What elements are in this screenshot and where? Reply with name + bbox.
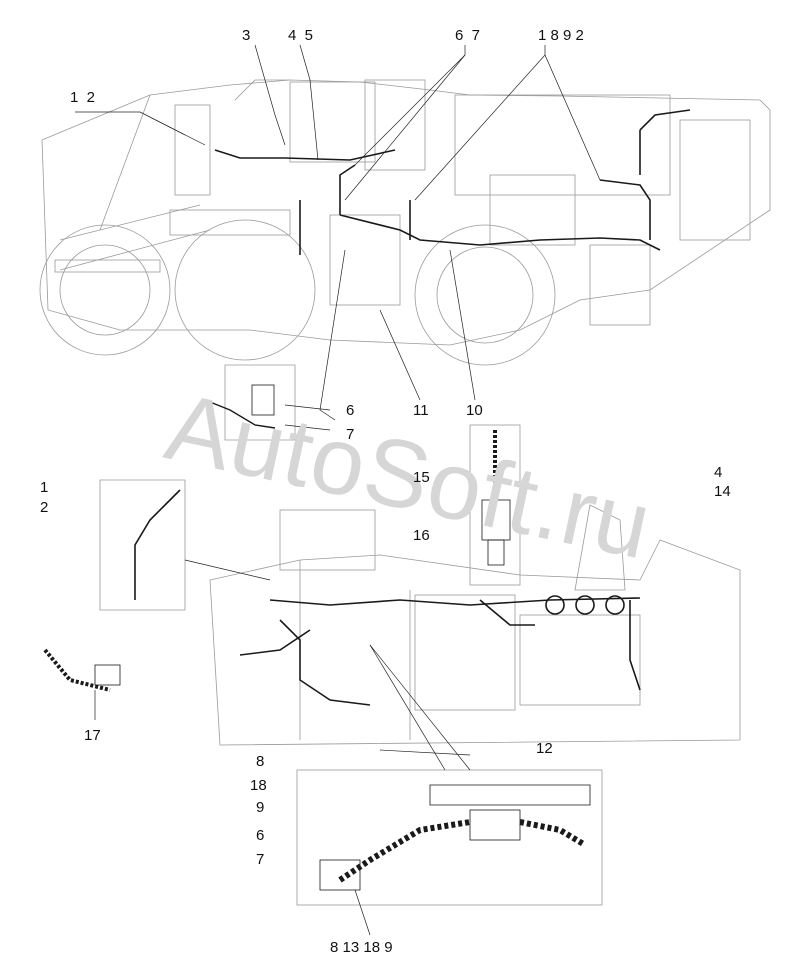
- sensor-17: [43, 648, 121, 720]
- callout-7-inset: 7: [346, 426, 355, 443]
- callout-6-inset: 6: [346, 402, 355, 419]
- callout-12: 12: [536, 740, 553, 757]
- callout-1-2-top: 1 2: [70, 89, 96, 106]
- inset-connector-detail-1: [204, 364, 331, 441]
- callout-15: 15: [413, 469, 430, 486]
- callout-7-bottom: 7: [256, 851, 265, 868]
- middle-wiring-harness: [239, 595, 641, 706]
- callout-3: 3: [242, 27, 251, 44]
- callout-16: 16: [413, 527, 430, 544]
- callout-18-bottom: 18: [250, 777, 267, 794]
- bottom-connector-inset: [296, 749, 603, 936]
- callout-11: 11: [413, 402, 429, 419]
- callout-1-mid: 1: [40, 479, 49, 496]
- top-machine-view: [39, 79, 771, 366]
- top-leader-lines: [75, 44, 601, 421]
- callout-row-8-13-18-9: 8 13 18 9: [330, 939, 393, 956]
- callout-14: 14: [714, 483, 731, 500]
- middle-machine-view: [209, 504, 741, 746]
- callout-2-mid: 2: [40, 499, 49, 516]
- callout-17: 17: [84, 727, 101, 744]
- callout-4-mid: 4: [714, 464, 723, 481]
- callout-8-bottom: 8: [256, 753, 265, 770]
- callout-9-bottom: 9: [256, 799, 265, 816]
- sensor-inset: [469, 424, 521, 586]
- callout-6-bottom: 6: [256, 827, 265, 844]
- callout-4-5: 4 5: [288, 27, 314, 44]
- top-wiring-harness: [214, 109, 691, 255]
- callout-10: 10: [466, 402, 483, 419]
- callout-1-8-9-2: 1 8 9 2: [538, 27, 584, 44]
- left-cable-inset: [99, 479, 271, 611]
- callout-6-7-top: 6 7: [455, 27, 481, 44]
